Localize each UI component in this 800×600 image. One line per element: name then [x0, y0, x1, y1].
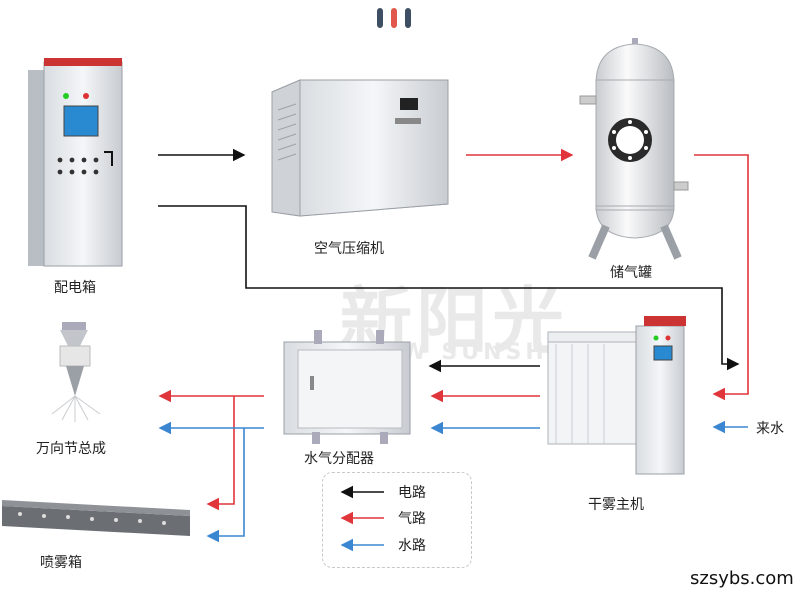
site-url: szsybs.com: [690, 568, 794, 589]
universal-joint-nozzle: [51, 322, 101, 422]
label-water-air-distributor: 水气分配器: [304, 451, 374, 467]
label-spray-box: 喷雾箱: [40, 555, 82, 571]
legend-electric-label: 电路: [398, 485, 426, 501]
label-air-compressor: 空气压缩机: [314, 241, 384, 257]
top-dots: [377, 8, 423, 30]
gas-tank: [579, 38, 689, 260]
legend-lines: [340, 485, 384, 552]
air-lines: [158, 148, 749, 511]
dry-fog-host: [547, 316, 686, 475]
legend-air-label: 气路: [398, 511, 426, 527]
electric-lines: [158, 148, 740, 373]
label-distribution-box: 配电箱: [54, 280, 96, 296]
dot-3: [405, 8, 411, 28]
dot-1: [377, 8, 383, 28]
label-dry-fog-host: 干雾主机: [588, 497, 644, 513]
distribution-box: [28, 58, 123, 267]
label-universal-joint: 万向节总成: [36, 441, 106, 457]
label-water-inlet: 来水: [756, 421, 784, 437]
legend-water-label: 水路: [398, 538, 426, 554]
dot-2: [391, 8, 397, 28]
legend: [322, 472, 472, 568]
water-air-distributor: [283, 330, 411, 444]
label-gas-tank: 储气罐: [610, 265, 652, 281]
water-lines: [158, 420, 748, 543]
air-compressor: [271, 79, 449, 217]
spray-box: [2, 500, 190, 536]
